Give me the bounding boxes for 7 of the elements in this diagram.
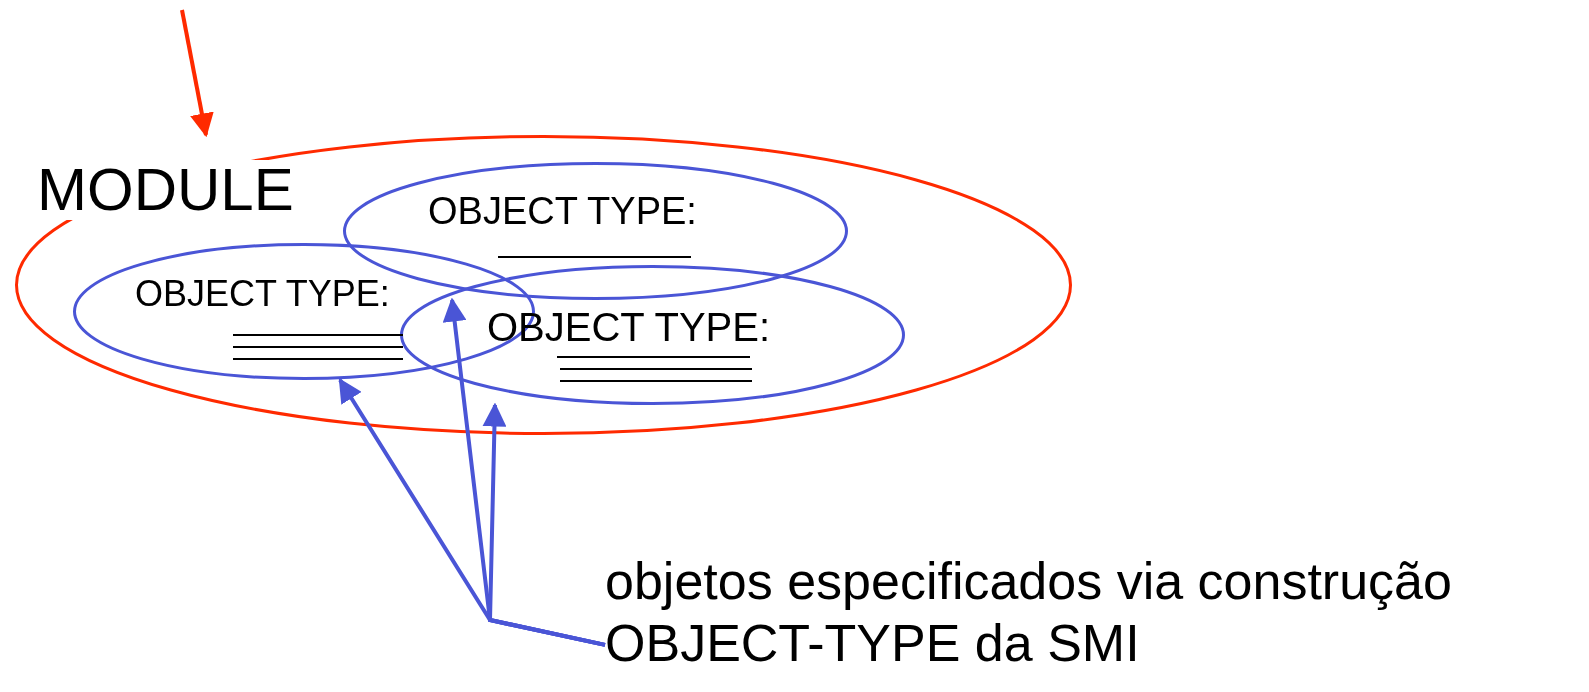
module-ellipse <box>15 135 1072 435</box>
object-type-ellipse <box>400 265 905 405</box>
object-type-label: OBJECT TYPE: <box>428 192 697 230</box>
object-type-label: OBJECT TYPE: <box>135 276 390 312</box>
annotation-text: objetos especificados via construção OBJECT-TYPE da SMI <box>605 550 1570 680</box>
arrow <box>180 9 214 138</box>
leader-line <box>482 402 606 647</box>
